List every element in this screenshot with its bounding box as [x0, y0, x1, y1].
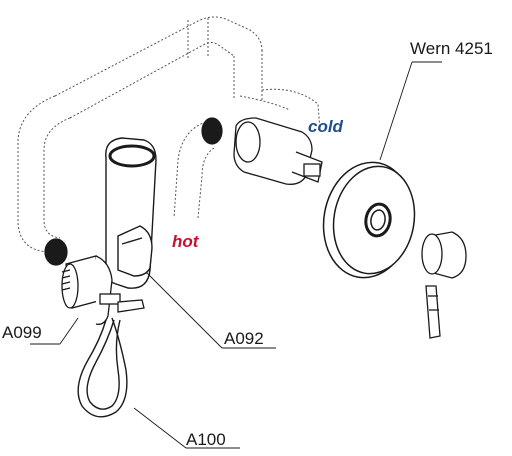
label-model: Wern 4251 — [410, 39, 493, 58]
label-a100: A100 — [186, 430, 226, 449]
pipe-end-rings — [44, 117, 223, 266]
leader-lines — [30, 61, 442, 449]
label-a099: A099 — [2, 323, 42, 342]
hand-shower — [105, 137, 157, 289]
mixer-cartridge — [233, 117, 323, 185]
leader-a099 — [59, 317, 79, 345]
handle-knob — [421, 231, 467, 339]
hidden-pipework — [17, 16, 321, 253]
cover-plate — [322, 161, 416, 279]
label-a092: A092 — [224, 329, 264, 348]
label-cold: cold — [308, 117, 343, 136]
angle-connector — [61, 255, 145, 325]
leader-a092 — [145, 271, 223, 349]
label-hot: hot — [172, 232, 199, 251]
pipe-end-ring-left — [44, 238, 68, 266]
leader-a100 — [133, 407, 187, 449]
shower-hose — [77, 317, 128, 418]
leader-wern-diag — [379, 61, 413, 161]
pipe-end-ring-hot — [201, 117, 223, 145]
